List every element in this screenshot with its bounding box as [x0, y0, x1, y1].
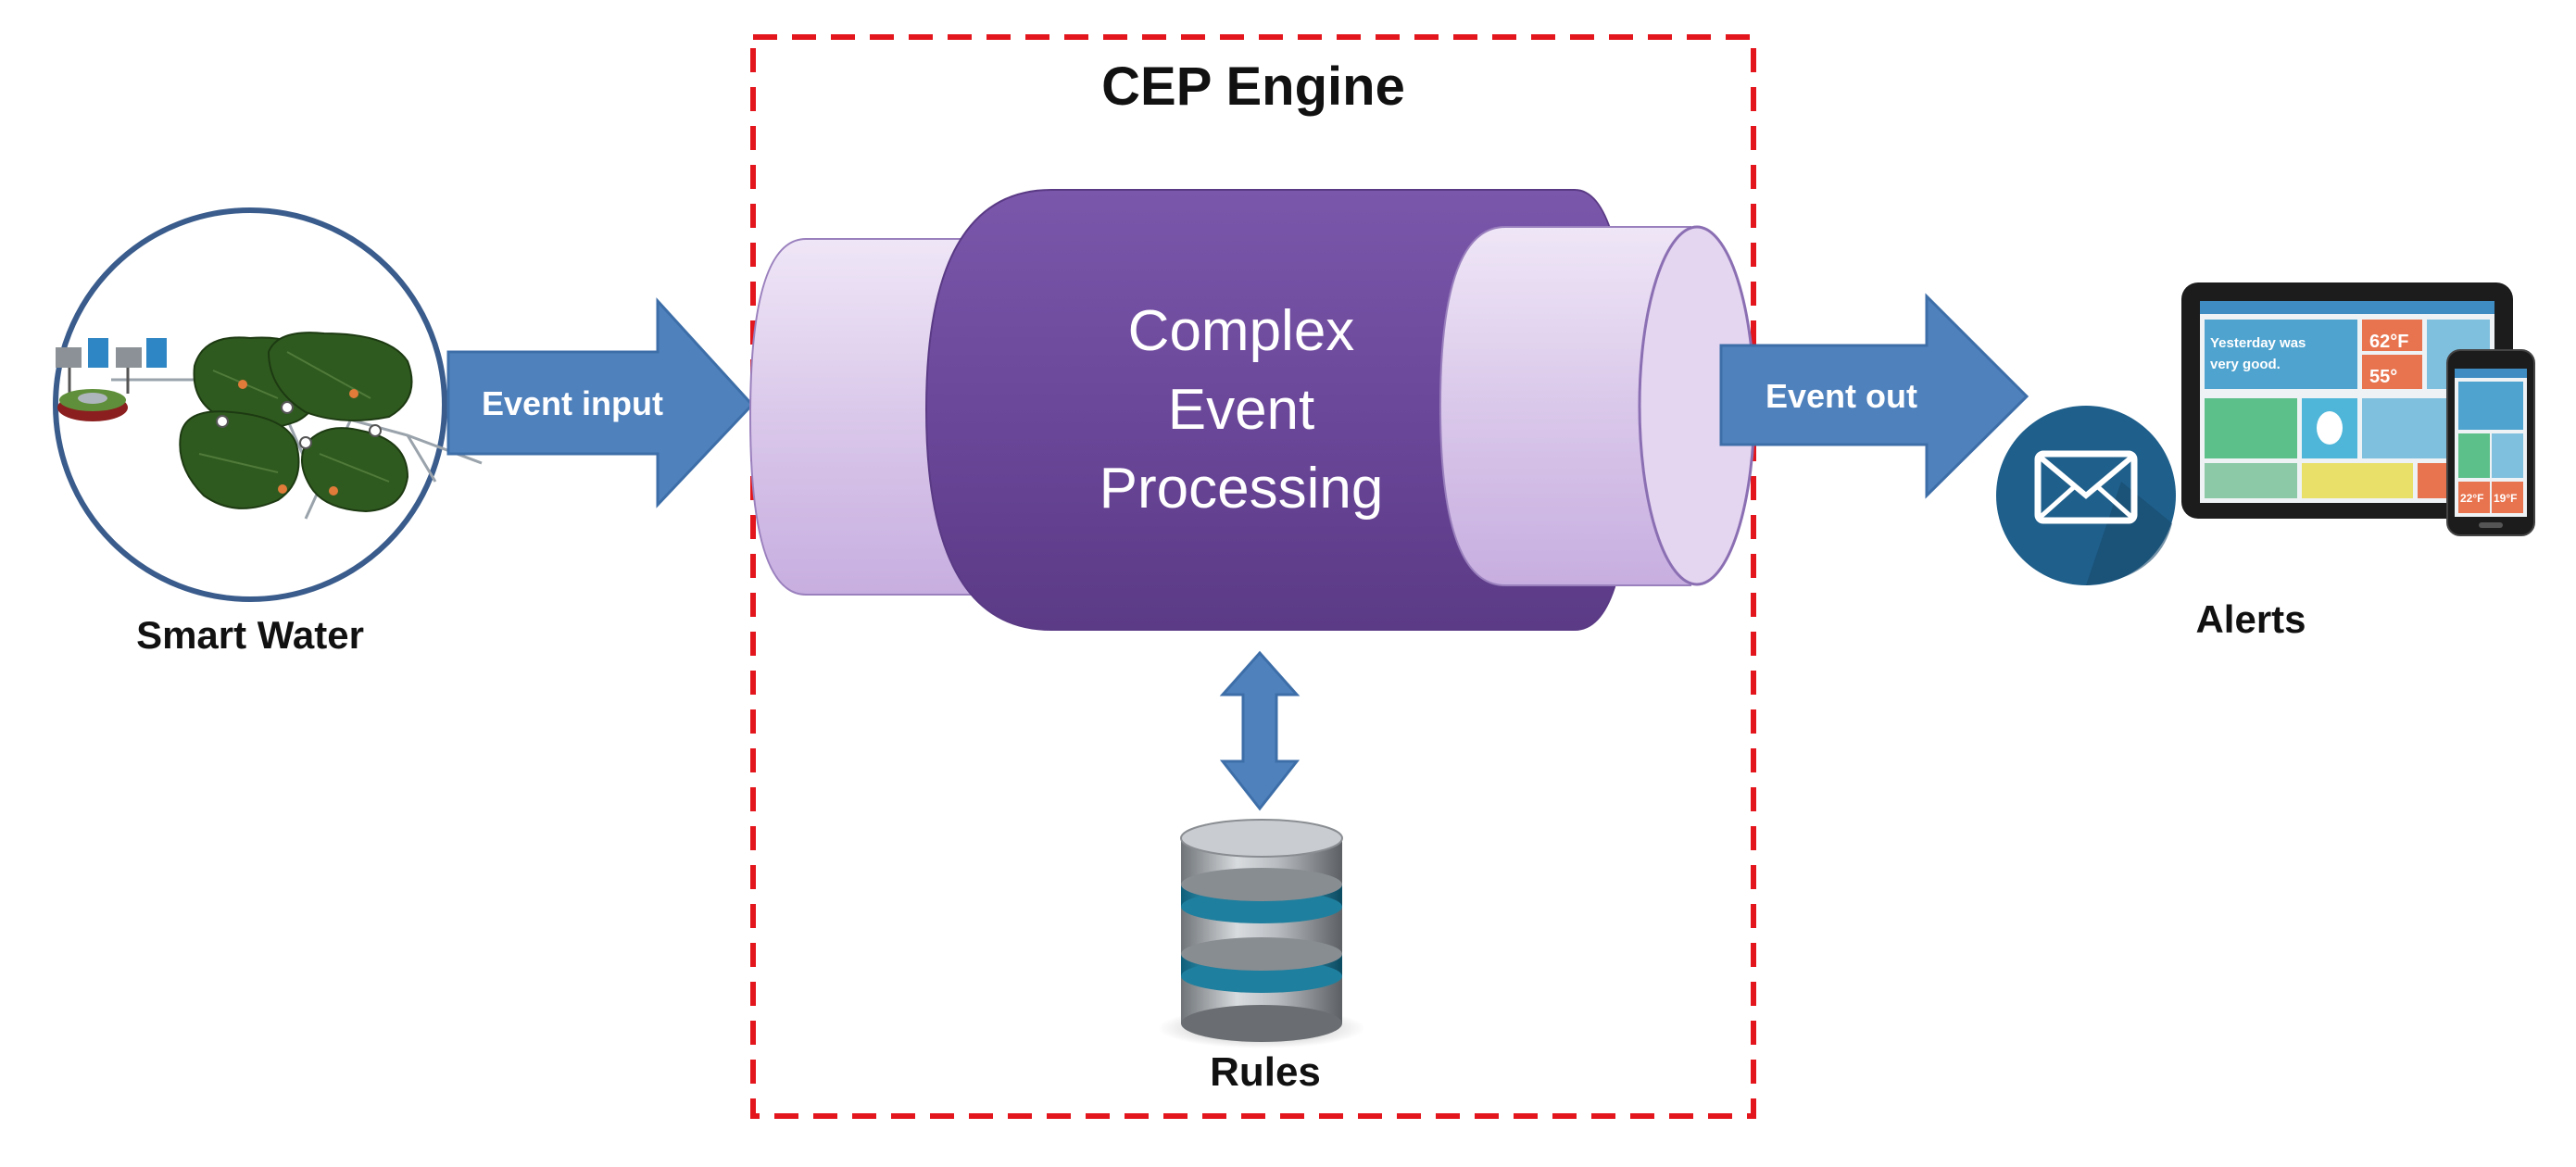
cep-engine-border: [750, 34, 1756, 1119]
database-icon: [1158, 819, 1365, 1048]
processor-line-1: Complex: [1128, 299, 1355, 363]
processor-line-3: Processing: [1100, 457, 1384, 521]
bidirectional-arrow: [1219, 650, 1301, 811]
complex-event-processing-cylinder: [748, 189, 1756, 631]
email-icon: [1996, 406, 2176, 585]
cep-engine-title: CEP Engine: [1101, 56, 1405, 117]
tablet-temp-2: 55°: [2369, 367, 2397, 387]
tablet-headline-1: Yesterday was: [2210, 335, 2306, 351]
phone-temp-2: 19°F: [2494, 492, 2517, 505]
event-input-label: Event input: [482, 384, 663, 422]
rules-label: Rules: [1210, 1049, 1321, 1095]
processor-line-2: Event: [1168, 378, 1315, 442]
phone-device: [2446, 349, 2535, 536]
phone-temp-1: 22°F: [2460, 492, 2483, 505]
smart-water-illustration: [53, 207, 483, 602]
alerts-label: Alerts: [2195, 597, 2306, 641]
tablet-temp-1: 62°F: [2369, 332, 2408, 352]
smart-water-label: Smart Water: [136, 613, 364, 657]
tablet-headline-2: very good.: [2210, 357, 2281, 372]
event-out-label: Event out: [1766, 377, 1917, 415]
event-out-arrow: [1719, 293, 2029, 499]
event-input-arrow: [446, 297, 755, 508]
